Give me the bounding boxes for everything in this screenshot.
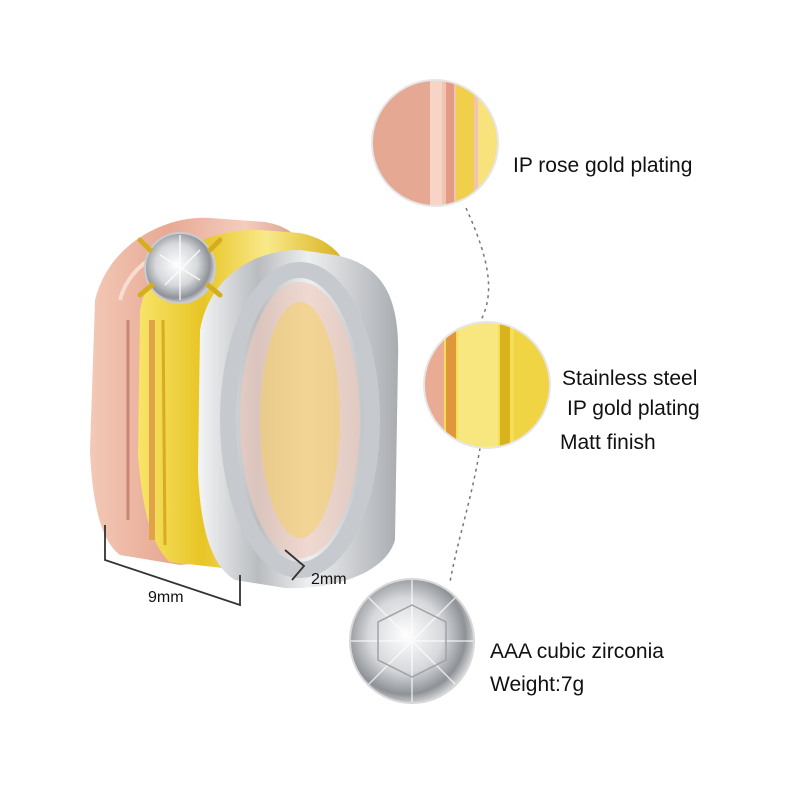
matt-finish-label: Matt finish [560,431,656,454]
silver-band [198,250,399,589]
rose-gold-plating-label: IP rose gold plating [513,154,693,177]
solitaire-stone [137,232,223,304]
gold-swatch [424,322,550,448]
rose-gold-swatch [372,80,498,206]
band-dimension-label: 2mm [311,571,347,588]
callout-connector [465,207,490,323]
width-dimension-label: 9mm [148,589,184,606]
rose-gold-swatch-border [371,79,499,207]
zirconia-label: AAA cubic zirconia [490,640,664,663]
weight-label: Weight:7g [490,673,585,696]
gold-plating-label: IP gold plating [567,397,700,420]
zirconia-swatch [349,578,475,704]
gold-swatch-border [423,321,551,449]
callout-connector [449,447,481,583]
ring-stack [90,217,399,589]
width-dimension-marker [104,525,241,607]
stainless-steel-label: Stainless steel [562,367,698,390]
band-dimension-marker [284,549,306,581]
